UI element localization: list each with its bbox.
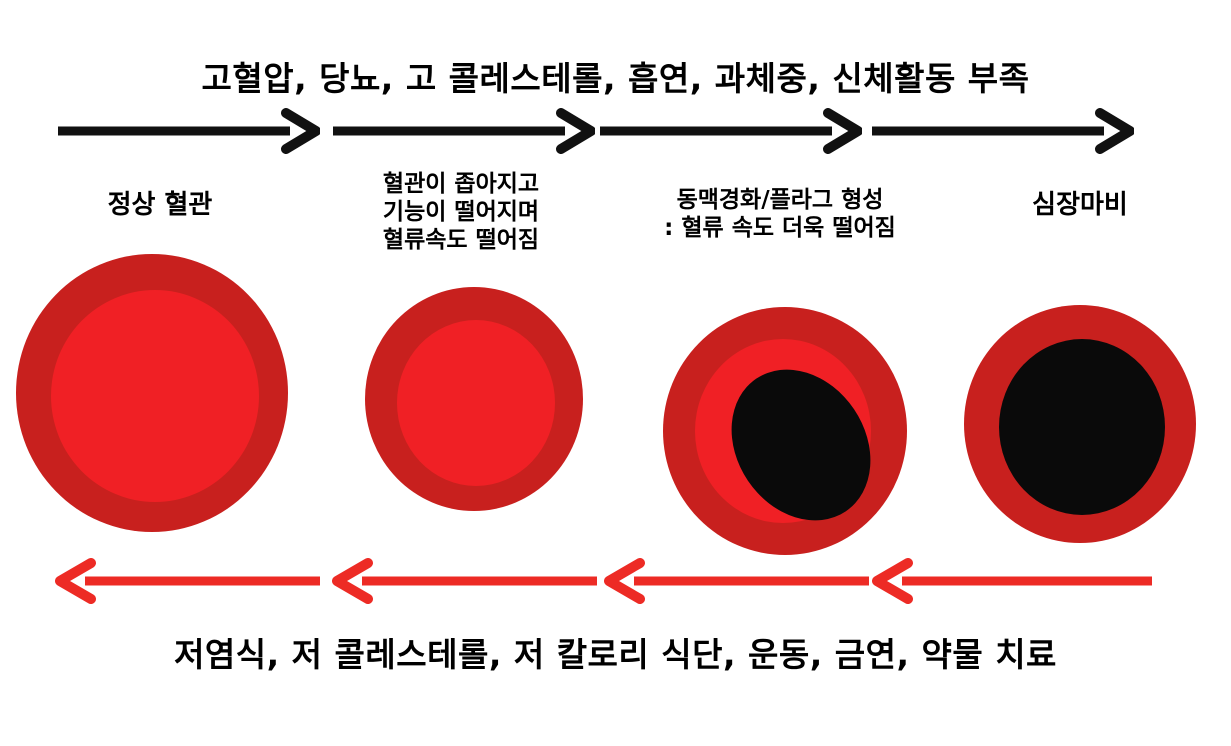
risk-factors-banner: 고혈압, 당뇨, 고 콜레스테롤, 흡연, 과체중, 신체활동 부족 xyxy=(201,59,1030,98)
stage-label-line: 혈류속도 떨어짐 xyxy=(382,227,540,254)
progression-arrow-1 xyxy=(58,108,320,154)
stage-label-normal-vessel: 정상 혈관 xyxy=(20,190,300,222)
plaque-deposit xyxy=(999,339,1165,515)
progression-arrow-2 xyxy=(333,108,595,154)
vessel-lumen xyxy=(51,290,259,502)
stage-label-atherosclerosis-vessel: 동맥경화/플라그 형성 : 혈류 속도 더욱 떨어짐 xyxy=(600,186,960,242)
stage-label-heart-attack-vessel: 심장마비 xyxy=(950,190,1210,222)
recovery-arrow-4 xyxy=(872,558,1152,604)
stage-label-line: : 혈류 속도 더욱 떨어짐 xyxy=(664,215,896,242)
recovery-arrow-3 xyxy=(604,558,869,604)
progression-arrow-3 xyxy=(600,108,862,154)
treatment-banner: 저염식, 저 콜레스테롤, 저 칼로리 식단, 운동, 금연, 약물 치료 xyxy=(174,635,1057,674)
stage-label-line: 심장마비 xyxy=(1032,190,1128,220)
vessel-cross-section-normal xyxy=(14,252,290,534)
stage-label-line: 기능이 떨어지며 xyxy=(382,199,540,226)
stage-label-line: 동맥경화/플라그 형성 xyxy=(676,187,884,213)
stage-label-narrowing-vessel: 혈관이 좁아지고 기능이 떨어지며 혈류속도 떨어짐 xyxy=(330,170,592,254)
stage-label-line: 정상 혈관 xyxy=(107,190,213,220)
progression-arrow-4 xyxy=(872,108,1134,154)
vessel-cross-section-atherosclerosis xyxy=(661,305,909,557)
recovery-arrow-2 xyxy=(332,558,597,604)
stage-label-line: 혈관이 좁아지고 xyxy=(382,171,540,197)
plaque-deposit xyxy=(731,369,871,521)
recovery-arrow-row xyxy=(0,558,1231,604)
vessel-cross-section-occluded xyxy=(962,303,1198,545)
vessel-lumen xyxy=(397,320,555,486)
progression-arrow-row xyxy=(0,108,1231,154)
recovery-arrow-1 xyxy=(55,558,320,604)
vessel-cross-section-narrowed xyxy=(363,285,585,513)
